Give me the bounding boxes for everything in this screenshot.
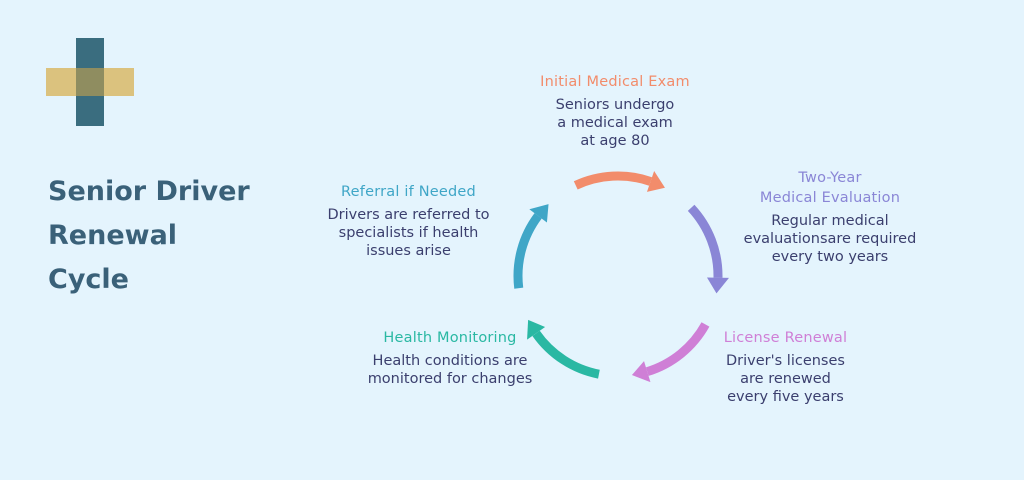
step-title: Referral if Needed [341, 184, 476, 200]
step-title: Health Monitoring [383, 330, 517, 346]
arrow-to-two-year-evaluation-head [646, 171, 665, 192]
step-description: Regular medical evaluationsare required … [743, 213, 917, 265]
step-title: License Renewal [723, 330, 848, 346]
step-initial-medical-exam: Initial Medical Exam Seniors undergo a m… [525, 72, 705, 150]
step-title: Two-Year Medical Evaluation [759, 170, 901, 206]
arrow-to-two-year-evaluation-body [573, 171, 653, 190]
step-license-renewal: License Renewal Driver's licenses are re… [698, 328, 873, 406]
arrow-to-health-monitoring-head [631, 361, 651, 383]
title-line-2: Renewal [48, 220, 178, 251]
title-line-1: Senior Driver [48, 176, 250, 207]
step-referral-if-needed: Referral if Needed Drivers are referred … [306, 182, 511, 260]
step-description: Drivers are referred to specialists if h… [327, 207, 490, 259]
arrow-to-initial-exam-head [529, 204, 549, 223]
step-title: Initial Medical Exam [540, 74, 690, 90]
step-description: Driver's licenses are renewed every five… [726, 353, 845, 405]
step-two-year-medical-evaluation: Two-Year Medical Evaluation Regular medi… [725, 168, 935, 266]
page-title: Senior Driver Renewal Cycle [48, 170, 288, 302]
arrow-to-initial-exam-body [513, 213, 542, 289]
step-health-monitoring: Health Monitoring Health conditions are … [350, 328, 550, 388]
arrow-to-referral-head [527, 319, 546, 340]
step-description: Health conditions are monitored for chan… [367, 353, 533, 387]
arrow-to-referral-body [532, 330, 600, 379]
title-line-3: Cycle [48, 264, 129, 295]
medical-cross-logo [46, 38, 138, 130]
arrow-to-license-renewal-head [706, 277, 729, 294]
arrow-to-license-renewal-body [687, 204, 723, 278]
step-description: Seniors undergo a medical exam at age 80 [555, 97, 675, 149]
medical-cross-icon [46, 38, 134, 126]
arrow-to-health-monitoring-body [645, 322, 710, 376]
